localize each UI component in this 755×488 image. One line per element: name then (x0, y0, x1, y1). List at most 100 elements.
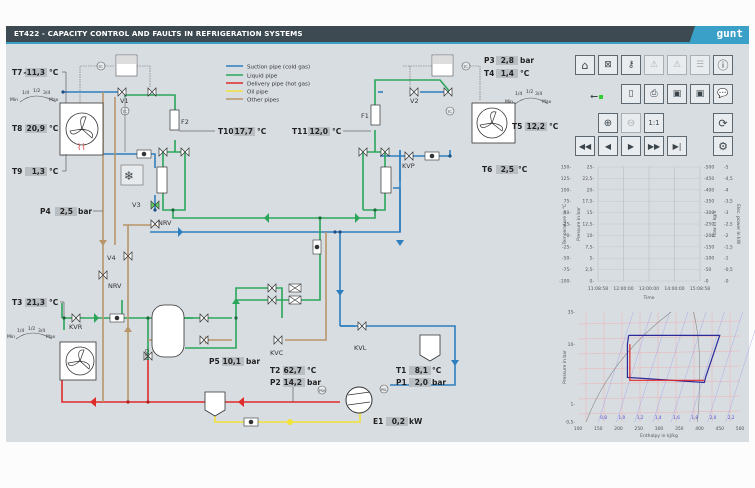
y-tick-power: -2,5 (724, 222, 733, 228)
fast-forward-button[interactable]: ▶▶ (644, 136, 664, 156)
next-button[interactable]: ▶ (621, 136, 641, 156)
snowflake-icon: ❄ (124, 169, 134, 183)
login-button[interactable]: ⚷ (621, 55, 641, 75)
x-tick: 12:00:00 (613, 286, 633, 292)
y-tick-pressure: 20- (587, 187, 595, 193)
home-button[interactable]: ⌂ (575, 55, 595, 75)
series-cycle (626, 334, 721, 384)
language-button[interactable]: 💬 (713, 84, 733, 104)
thermostat-left[interactable]: TC TC (96, 54, 138, 152)
first-button[interactable]: ◀◀ (575, 136, 595, 156)
zoom-in-icon: ⊕ (603, 117, 613, 129)
reading-p4: P4 2,5 bar (40, 207, 103, 216)
label-nrv-1: NRV (158, 219, 172, 227)
y-tick-pressure: 15- (587, 210, 595, 216)
svg-text:Max: Max (542, 99, 552, 105)
svg-text:12,0: 12,0 (309, 127, 328, 136)
fan-speed-dial-condenser[interactable]: Min 1/4 1/2 3/4 Max (7, 326, 56, 340)
usb-stick-icon: ▯ (628, 89, 634, 99)
y-tick-temperature: 50- (564, 210, 572, 216)
evaporator-right[interactable] (471, 102, 516, 144)
svg-text:°C: °C (518, 165, 528, 174)
evaporator-left[interactable]: ⌇⌇ (59, 102, 104, 156)
zoom-out-button[interactable]: ⊖ (621, 113, 641, 133)
svg-text:Max: Max (49, 97, 59, 103)
fault-view-button[interactable]: ⚠ (644, 55, 664, 75)
svg-text:2,5: 2,5 (501, 165, 514, 174)
y-tick-temperature: 0- (567, 233, 572, 239)
save-as-button[interactable]: ▣ (690, 84, 710, 104)
ph-y-tick: 1- (571, 402, 576, 408)
info-button[interactable]: ⓘ (713, 55, 733, 75)
svg-text:62,7: 62,7 (283, 366, 302, 375)
reading-p1: P1 2,0 bar (396, 378, 446, 387)
reading-t3: T3 21,3 °C (12, 298, 65, 318)
legend-oil: Oil pipe (247, 90, 269, 96)
save-as-icon: ▣ (695, 89, 705, 99)
time-chart[interactable]: 150-25--500-5125-22,5--450-4,5100-20--40… (559, 165, 741, 302)
reading-t9: T9 1,3 °C (12, 154, 67, 176)
save-button[interactable]: ▣ (667, 84, 687, 104)
defrost-button[interactable]: ❄ (120, 164, 144, 186)
print-button[interactable]: ⎙ (644, 84, 664, 104)
ph-y-tick: 10- (568, 342, 576, 348)
thermostat-right[interactable]: TC TC (431, 54, 471, 116)
language-icon: 💬 (717, 89, 729, 99)
settings-button[interactable]: ⚙ (713, 136, 733, 156)
valves[interactable] (71, 87, 453, 361)
last-button[interactable]: ▶| (667, 136, 687, 156)
compressor[interactable] (345, 386, 373, 414)
print-icon: ⎙ (650, 89, 658, 99)
refresh-button[interactable]: ⟳ (713, 113, 733, 133)
zoom-in-button[interactable]: ⊕ (598, 113, 618, 133)
svg-text:P5: P5 (209, 357, 220, 366)
isentrope-line (670, 311, 707, 423)
svg-text:Min: Min (7, 334, 15, 340)
svg-text:20,9: 20,9 (26, 124, 45, 133)
svg-text:°C: °C (307, 366, 317, 375)
svg-text:°C: °C (49, 298, 59, 307)
fan-speed-dial-right[interactable]: Min 1/4 1/2 3/4 Max (505, 89, 552, 105)
condenser-fan[interactable] (59, 341, 97, 381)
isentrope-label: 1,0 (618, 415, 625, 420)
label-v2: V2 (410, 97, 419, 105)
solenoid-v3[interactable] (150, 200, 160, 210)
x-axis-label: Time (642, 295, 654, 301)
ph-x-tick: 200 (614, 426, 623, 432)
svg-text:°C: °C (332, 127, 342, 136)
disconnect-button[interactable]: ⊠ (598, 55, 618, 75)
y-tick-flow: -150 (704, 244, 714, 250)
next-icon: ▶ (627, 141, 635, 151)
svg-text:P1: P1 (396, 378, 407, 387)
zoom-reset-button[interactable]: 1:1 (644, 113, 664, 133)
label-v1: V1 (120, 97, 129, 105)
saturated-liquid-curve (585, 311, 672, 423)
previous-button[interactable]: ◀ (598, 136, 618, 156)
fault-edit-icon: ⚠ (672, 60, 682, 70)
svg-text:1/4: 1/4 (17, 328, 24, 334)
svg-text:-11,3: -11,3 (23, 68, 45, 77)
svg-text:T5: T5 (512, 122, 522, 131)
label-kvl: KVL (354, 344, 367, 352)
svg-text:0,2: 0,2 (392, 417, 405, 426)
y-axis-label: Flow in kg/h (712, 210, 718, 237)
label-kvp: KVP (402, 162, 415, 170)
series-measured (629, 344, 705, 381)
refresh-icon: ⟳ (718, 116, 728, 130)
svg-text:1,3: 1,3 (32, 167, 45, 176)
fault-list-button[interactable]: ☰ (690, 55, 710, 75)
flow-arrows (90, 213, 459, 425)
pipe-legend: Suction pipe (cold gas) Liquid pipe Deli… (226, 65, 310, 104)
pressure-switches[interactable]: PSH PSL (317, 384, 389, 395)
usb-stick-button[interactable]: ▯ (621, 84, 641, 104)
y-tick-temperature: -100- (559, 279, 571, 285)
ph-x-tick: 350 (675, 426, 684, 432)
svg-text:T6: T6 (482, 165, 492, 174)
oil-separator (204, 391, 226, 417)
ph-x-tick: 300 (655, 426, 664, 432)
heater-icon: ⌇⌇ (77, 142, 86, 153)
fault-edit-button[interactable]: ⚠ (667, 55, 687, 75)
fan-speed-dial-left[interactable]: Min 1/4 1/2 3/4 Max (10, 88, 59, 103)
